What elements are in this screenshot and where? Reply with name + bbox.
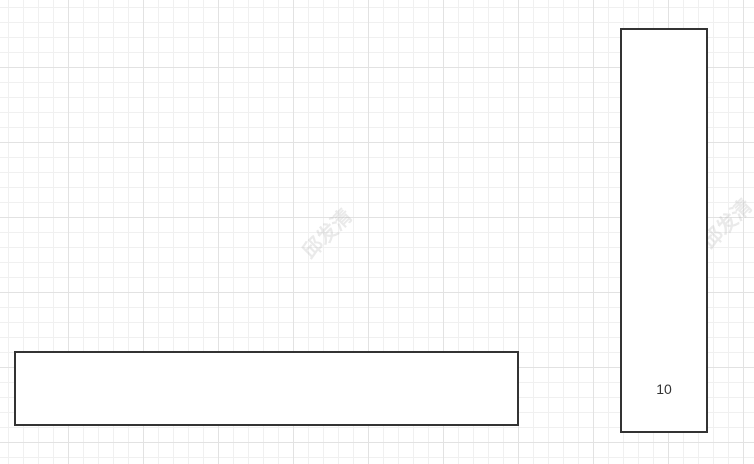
vertical-rectangle-label: 10 bbox=[656, 381, 672, 397]
vertical-rectangle-shape[interactable]: 10 bbox=[620, 28, 708, 433]
horizontal-rectangle-shape[interactable] bbox=[14, 351, 519, 426]
watermark-text: 邱发清 bbox=[297, 203, 357, 264]
